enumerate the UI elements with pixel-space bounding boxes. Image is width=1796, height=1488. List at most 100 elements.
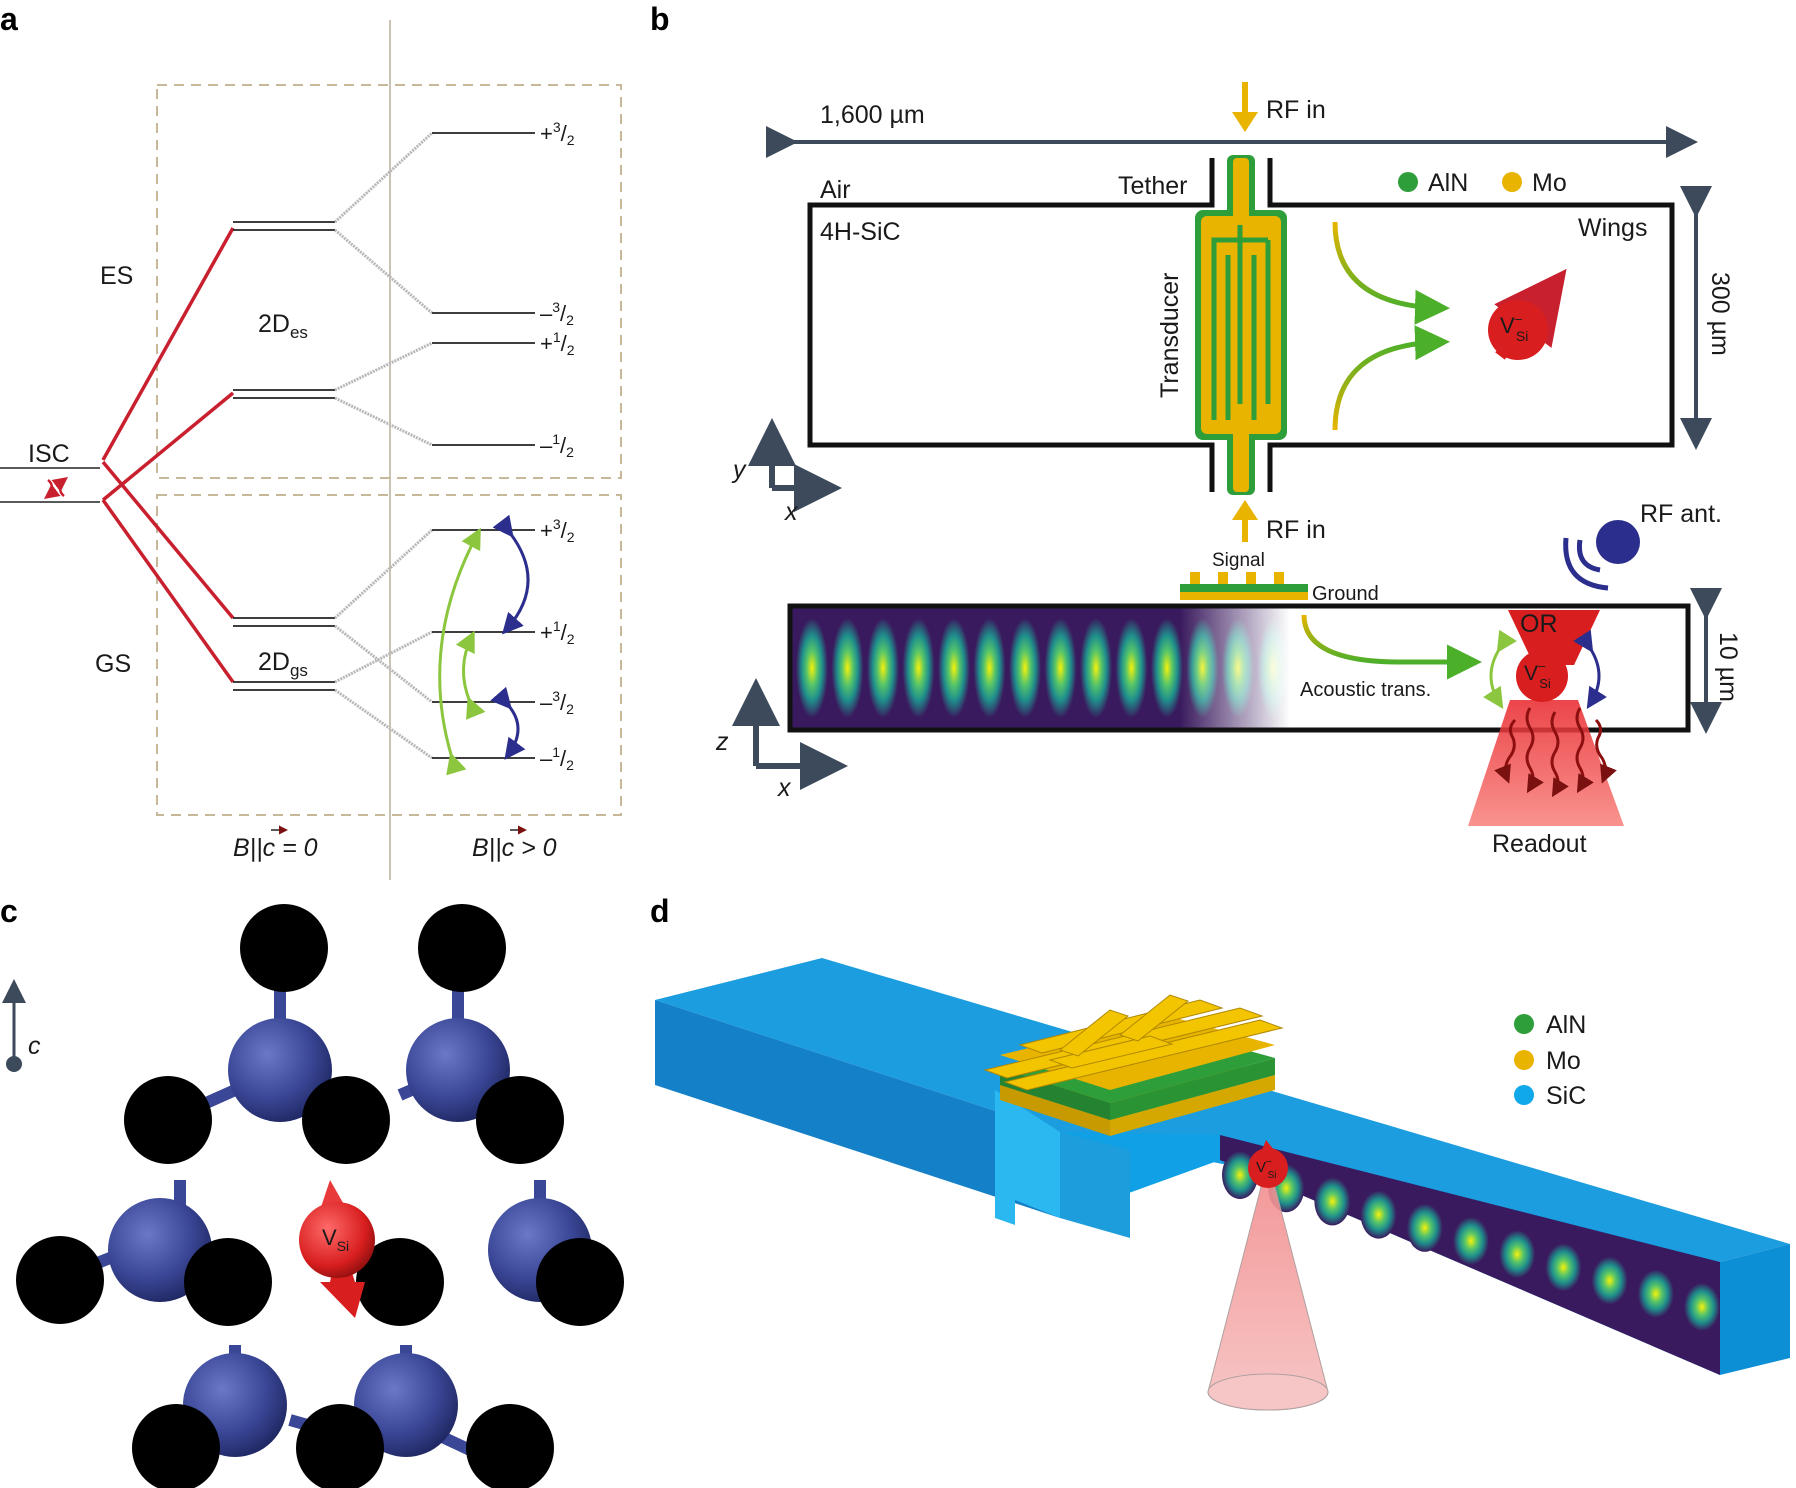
legend-label: Mo (1546, 1047, 1581, 1075)
material-label: 4H-SiC (820, 218, 901, 246)
mode-lobe (1545, 1243, 1582, 1292)
navy-transition-arrow (490, 686, 526, 760)
axis-x2-label: x (777, 774, 792, 802)
vsi-label: V–Si (1524, 658, 1551, 691)
vsi-label: V–Si (1500, 311, 1528, 344)
field-pos-label: B||c > 0 (472, 834, 557, 862)
mode-lobe (1499, 1230, 1536, 1279)
es-label: ES (100, 262, 133, 290)
rf-in-arrow-icon (1232, 500, 1258, 542)
state-label: +1/2 (540, 618, 575, 647)
black-atoms (16, 904, 624, 1488)
resonator-outline-left (807, 158, 1215, 492)
readout-label: Readout (1492, 830, 1587, 858)
resonator-outline-right (1267, 158, 1675, 492)
wave-arrow (1332, 325, 1450, 431)
legend-label: AlN (1428, 169, 1468, 197)
wings-label: Wings (1578, 214, 1647, 242)
splitting-lines (333, 131, 434, 760)
transducer-label: Transducer (1156, 272, 1184, 398)
state-label: –1/2 (540, 431, 574, 460)
panel-c: c c (0, 893, 624, 1488)
state-label: –3/2 (540, 688, 574, 717)
rf-in-arrow-icon (1232, 82, 1258, 132)
red-branches (101, 227, 235, 684)
rf-ant-label: RF ant. (1640, 500, 1722, 528)
isc-cycle-icon (44, 476, 68, 500)
panel-c-letter: c (0, 893, 18, 929)
state-label: +3/2 (540, 516, 575, 545)
mode-lobe (1360, 1190, 1397, 1239)
navy-transition-arrow (492, 514, 530, 635)
tether-block-front (1060, 1132, 1130, 1238)
readout-beam (1468, 700, 1624, 826)
mode-lobe (1314, 1177, 1351, 1226)
height-label: 300 µm (1706, 272, 1734, 356)
gs-label: GS (95, 650, 131, 678)
electrode-stack (1180, 572, 1308, 600)
isc-label: ISC (28, 440, 70, 468)
transition-arrows (438, 514, 530, 776)
emission-arrows (1494, 707, 1617, 798)
panel-d: d (650, 893, 1790, 1411)
field-zero-label: B||c = 0 (233, 834, 318, 862)
tether-block (995, 1090, 1060, 1225)
legend-label: Mo (1532, 169, 1567, 197)
wave-arrow (1332, 221, 1450, 325)
air-label: Air (820, 176, 851, 204)
lime-transition-arrow (438, 527, 481, 776)
mode-lobe (1591, 1256, 1628, 1305)
ground-label: Ground (1312, 583, 1379, 605)
panel-a-letter: a (0, 1, 18, 37)
state-label: –3/2 (540, 299, 574, 328)
panel-b: b 1,600 µm RF in Air Tether 4H-SiC Wings… (650, 1, 1742, 858)
xy-axes-icon (748, 418, 842, 512)
mode-lobe (1453, 1217, 1489, 1265)
cross-section-slab (787, 603, 1691, 733)
transducer-stack (983, 994, 1284, 1136)
panel-d-letter: d (650, 893, 670, 929)
legend-dot-sic (1514, 1085, 1534, 1105)
state-labels: +3/2 –3/2 +1/2 –1/2 +3/2 +1/2 –3/2 –1/2 (540, 119, 575, 773)
vsi-spin-icon (1248, 1148, 1288, 1188)
lime-transition-arrow (455, 630, 486, 720)
mode-lobe (1684, 1283, 1720, 1331)
mode-lobes-3d (1222, 1151, 1720, 1331)
rf-antenna-icon (1596, 520, 1640, 564)
axis-y-label: y (731, 456, 747, 484)
lime-spin-arrow (1483, 629, 1517, 710)
vsi-spin-icon (1488, 268, 1567, 360)
legend-dot-aln (1514, 1014, 1534, 1034)
mode-lobe (1637, 1269, 1674, 1318)
d-gs-label: 2Dgs (258, 648, 308, 680)
state-label: +1/2 (540, 329, 575, 358)
legend-dot-mo (1514, 1050, 1534, 1070)
c-axis-origin (6, 1056, 22, 1072)
rf-in-bottom-label: RF in (1266, 516, 1326, 544)
vsi-label: VSi (322, 1225, 349, 1254)
spin-arrow-icon (1262, 1140, 1274, 1150)
width-label: 1,600 µm (820, 101, 925, 129)
state-label: +3/2 (540, 119, 575, 148)
acoustic-label: Acoustic trans. (1300, 679, 1431, 701)
beam-side-face (655, 1000, 1060, 1218)
d-es-label: 2Des (258, 310, 308, 342)
signal-label: Signal (1212, 550, 1265, 571)
rf-in-top-label: RF in (1266, 96, 1326, 124)
rf-waves-icon (1563, 537, 1609, 591)
legend-label: SiC (1546, 1082, 1586, 1110)
beam-top-face (655, 958, 1790, 1262)
legend-label: AlN (1546, 1011, 1586, 1039)
thickness-label: 10 µm (1714, 632, 1742, 702)
axis-x-label: x (784, 498, 799, 526)
acoustic-arrow (1301, 614, 1482, 680)
vsi-spin-icon (1516, 650, 1568, 702)
es-box (156, 84, 622, 479)
c-axis-label: c (28, 1032, 41, 1060)
mode-lobe (1406, 1203, 1443, 1252)
vsi-vacancy-icon (299, 1180, 375, 1318)
transducer (1195, 155, 1287, 495)
legend-dot-mo (1502, 172, 1522, 192)
legend-dot-aln (1398, 172, 1418, 192)
